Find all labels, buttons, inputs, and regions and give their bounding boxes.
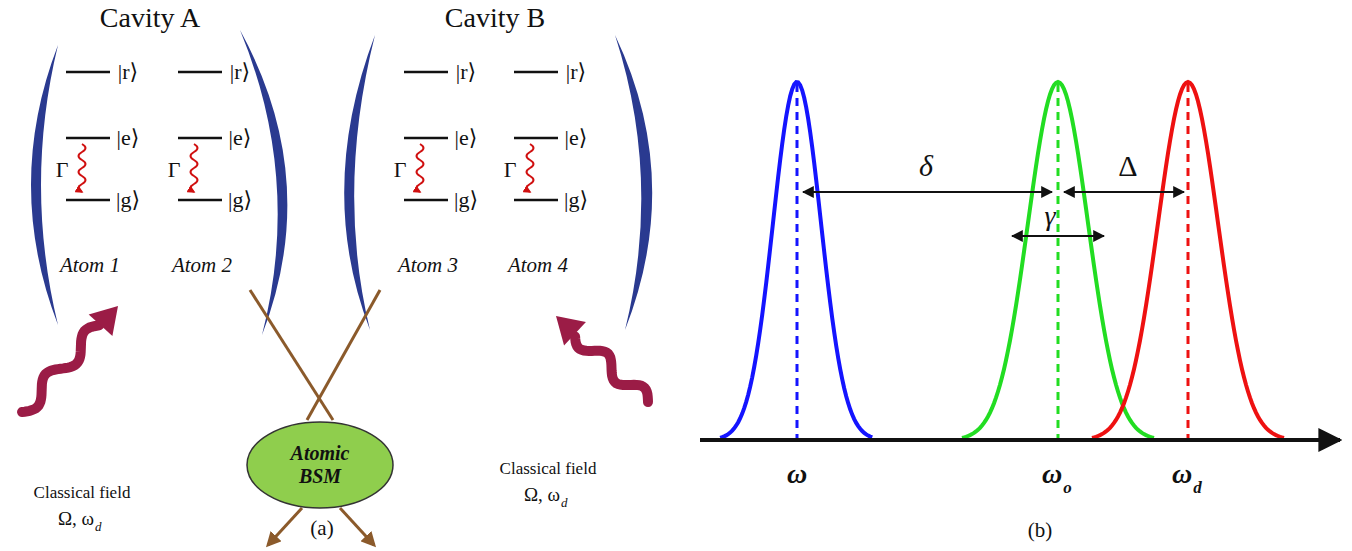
level-name: |r⟩ xyxy=(456,61,476,83)
linewidth-symbol: γ xyxy=(1044,202,1055,230)
field-wave xyxy=(22,325,99,412)
level-line xyxy=(178,71,222,74)
level-name: |g⟩ xyxy=(564,189,588,211)
cavity-mirrors xyxy=(31,30,652,335)
atom-name: Atom 1 xyxy=(60,255,120,276)
level-name: |e⟩ xyxy=(117,127,140,149)
field-label: Classical field xyxy=(500,460,597,477)
frequency-symbol: ω xyxy=(1042,460,1062,488)
decay-squiggle xyxy=(191,144,198,192)
field-arrowhead xyxy=(89,306,118,336)
spacing-arrows xyxy=(803,192,1184,236)
decay-rate: Γ xyxy=(504,159,517,181)
energy-levels xyxy=(66,72,558,200)
level-line xyxy=(514,137,558,140)
decay-squiggle xyxy=(417,144,424,192)
level-line xyxy=(404,137,448,140)
panel-label: (b) xyxy=(1028,520,1053,541)
level-line xyxy=(66,199,110,202)
level-line xyxy=(66,137,110,140)
level-line xyxy=(178,199,222,202)
level-line xyxy=(66,71,110,74)
frequency-symbol: ω xyxy=(787,460,807,488)
detuning-symbol: Δ xyxy=(1118,151,1137,181)
subscript: d xyxy=(1193,479,1202,496)
level-name: |e⟩ xyxy=(229,127,252,149)
atom-name: Atom 2 xyxy=(172,255,232,276)
subscript: d xyxy=(95,520,102,533)
decay-rate: Γ xyxy=(56,159,69,181)
subscript: d xyxy=(561,496,568,509)
spectral-peaks xyxy=(720,82,1284,440)
subscript: o xyxy=(1063,479,1072,496)
level-line xyxy=(404,71,448,74)
level-line xyxy=(514,71,558,74)
decay-squiggle xyxy=(79,144,86,192)
level-name: |e⟩ xyxy=(565,127,588,149)
level-name: |r⟩ xyxy=(566,61,586,83)
level-name: |r⟩ xyxy=(230,61,250,83)
frequency-symbol: ω xyxy=(1172,460,1192,488)
field-arrowhead xyxy=(556,316,586,345)
classical-field-arrows xyxy=(22,306,648,412)
field-label: Classical field xyxy=(34,484,131,501)
detuning-symbol: δ xyxy=(919,151,933,181)
field-wave xyxy=(575,337,648,403)
level-line xyxy=(514,199,558,202)
decay-rate: Γ xyxy=(168,159,181,181)
level-name: |g⟩ xyxy=(228,189,252,211)
level-name: |g⟩ xyxy=(116,189,140,211)
decay-squiggle xyxy=(527,144,534,192)
cavity-title: Cavity B xyxy=(445,4,545,32)
level-line xyxy=(178,137,222,140)
level-line xyxy=(404,199,448,202)
center-line xyxy=(1187,84,1190,440)
level-name: |g⟩ xyxy=(454,189,478,211)
center-line xyxy=(1057,84,1060,440)
cavity-title: Cavity A xyxy=(100,4,200,32)
level-name: |r⟩ xyxy=(118,61,138,83)
atom-name: Atom 4 xyxy=(508,255,568,276)
field-symbol: Ω, ω xyxy=(58,509,94,528)
node-label: Atomic BSM xyxy=(275,442,365,488)
atom-name: Atom 3 xyxy=(398,255,458,276)
panel-label: (a) xyxy=(310,518,333,539)
center-line xyxy=(796,84,799,440)
bsm-ellipse: Atomic BSM xyxy=(245,420,395,510)
field-symbol: Ω, ω xyxy=(524,485,560,504)
decay-rate: Γ xyxy=(394,159,407,181)
spectrum-axis xyxy=(700,440,1340,441)
level-name: |e⟩ xyxy=(455,127,478,149)
